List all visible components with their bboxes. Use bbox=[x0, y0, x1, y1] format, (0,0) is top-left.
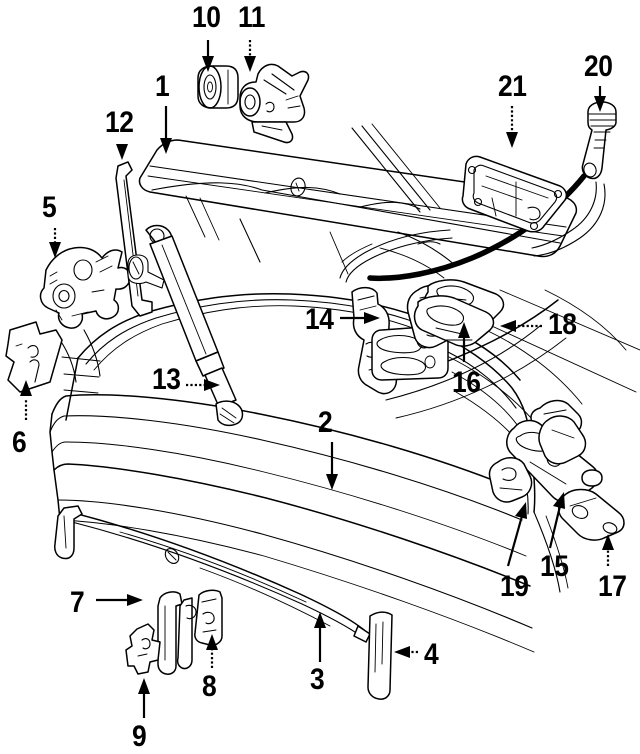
part-lock-cylinder-bushing bbox=[197, 65, 239, 109]
part-hinge-stop-bracket bbox=[488, 457, 533, 503]
callout-label-14: 14 bbox=[305, 303, 334, 336]
part-bumper-filler bbox=[367, 611, 393, 700]
callout-label-3: 3 bbox=[310, 663, 325, 696]
callout-label-10: 10 bbox=[192, 1, 221, 34]
callout-label-18: 18 bbox=[548, 308, 577, 341]
callout-label-1: 1 bbox=[155, 70, 170, 103]
callout-label-4: 4 bbox=[424, 638, 439, 671]
callout-label-11: 11 bbox=[238, 1, 266, 34]
part-lock-cylinder-assembly bbox=[239, 63, 310, 144]
part-license-lamp-housing-bezel bbox=[461, 155, 568, 233]
part-trunk-lid-latch bbox=[39, 246, 131, 329]
part-bracket-plate bbox=[125, 623, 161, 675]
callout-label-2: 2 bbox=[318, 406, 333, 439]
part-torsion-bar bbox=[54, 505, 371, 643]
callout-label-12: 12 bbox=[105, 106, 134, 139]
callout-label-5: 5 bbox=[42, 191, 57, 224]
callout-leaders bbox=[20, 40, 614, 718]
callout-label-6: 6 bbox=[12, 426, 27, 459]
part-torsion-bar-bracket bbox=[157, 591, 197, 675]
callout-label-13: 13 bbox=[152, 363, 181, 396]
callout-label-9: 9 bbox=[132, 720, 147, 753]
callout-label-15: 15 bbox=[540, 550, 569, 583]
callout-label-7: 7 bbox=[70, 586, 85, 619]
part-hinge-link-plate bbox=[413, 279, 505, 347]
callout-label-8: 8 bbox=[202, 670, 217, 703]
callout-label-21: 21 bbox=[498, 70, 527, 103]
callout-label-16: 16 bbox=[452, 366, 481, 399]
part-latch-release-rod bbox=[115, 161, 165, 317]
part-retainer-clip bbox=[194, 589, 223, 646]
part-bolt bbox=[127, 254, 165, 289]
callout-label-19: 19 bbox=[500, 570, 529, 603]
part-trunk-lid-panel bbox=[138, 139, 578, 275]
part-hinge-mount-base bbox=[558, 488, 625, 541]
part-hinge-assembly-right bbox=[488, 399, 625, 541]
callout-label-20: 20 bbox=[584, 50, 613, 83]
part-latch-striker-plate bbox=[5, 321, 63, 393]
callout-label-17: 17 bbox=[598, 570, 627, 603]
part-gas-lift-support-strut bbox=[145, 224, 244, 427]
deck-reference-lines bbox=[351, 123, 457, 279]
